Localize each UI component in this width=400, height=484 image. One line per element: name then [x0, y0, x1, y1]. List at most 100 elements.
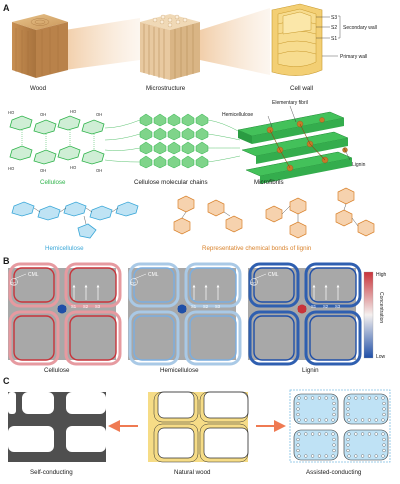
particle-dot — [381, 454, 385, 458]
label-s2: S2 — [331, 25, 337, 31]
layer-label-s2: S2 — [203, 304, 209, 309]
lignin-fibril-label: Lignin — [352, 162, 366, 168]
map-title-lignin: Lignin — [302, 367, 319, 374]
cc-label: CC — [250, 281, 256, 286]
layer-label-s3: S3 — [215, 304, 221, 309]
label-s1: S1 — [331, 36, 337, 42]
particle-dot — [324, 432, 328, 436]
cml-label: CML — [28, 272, 39, 278]
colorbar-high-label: High — [376, 272, 387, 278]
particle-dot — [311, 454, 315, 458]
self-conducting-caption: Self-conducting — [30, 469, 73, 476]
cc-label: CC — [10, 281, 16, 286]
colorbar-title: Concentration — [378, 292, 384, 323]
particle-dot — [317, 418, 321, 422]
concentration-colorbar — [363, 271, 374, 359]
panel-b-label: B — [3, 256, 10, 266]
cc-circle — [250, 278, 258, 286]
particle-dot — [296, 443, 300, 447]
particle-dot — [304, 432, 308, 436]
particle-dot — [381, 396, 385, 400]
microfibrils-illustration — [237, 111, 353, 184]
particle-dot — [382, 437, 386, 442]
layer-label-s1: S1 — [191, 304, 197, 309]
particle-dot — [382, 412, 386, 417]
particle-dot — [367, 454, 371, 458]
svg-text:OH: OH — [96, 168, 102, 173]
particle-dot — [382, 448, 386, 453]
particle-dot — [367, 396, 371, 400]
particle-dot — [381, 432, 385, 436]
particle-dot — [361, 454, 365, 458]
zoom-beam-1 — [65, 18, 140, 70]
cellulose-chains-caption: Cellulose molecular chains — [134, 179, 208, 186]
particle-dot — [296, 448, 300, 453]
particle-dot — [311, 432, 315, 436]
particle-dot — [354, 432, 358, 436]
particle-dot — [381, 418, 385, 422]
particle-dot — [317, 396, 321, 400]
hemicellulose-bonds — [33, 207, 119, 225]
cml-leader — [133, 273, 147, 280]
lignin-bonds-structures — [173, 187, 375, 239]
particle-dot — [304, 418, 308, 422]
particle-dot — [297, 432, 301, 436]
svg-text:HO: HO — [70, 165, 77, 170]
particle-dot — [347, 454, 351, 458]
self-conducting-structure — [8, 392, 106, 464]
particle-dot — [331, 418, 335, 422]
cml-leader — [13, 273, 27, 280]
particle-dot — [382, 401, 386, 406]
lignin-linkages — [181, 203, 359, 227]
particle-dot — [374, 418, 378, 422]
layer-label-s3: S3 — [335, 304, 341, 309]
particle-dot — [354, 418, 358, 422]
wood-caption: Wood — [30, 85, 47, 92]
particle-dot — [354, 396, 358, 400]
particle-dot — [296, 412, 300, 417]
zoom-beam-2 — [200, 8, 270, 75]
particle-dot — [297, 396, 301, 400]
microstructure-caption: Microstructure — [146, 85, 186, 92]
microfibril-leader-lines — [267, 105, 351, 161]
particle-dot — [382, 407, 386, 411]
particle-dot — [347, 396, 351, 400]
particle-dot — [324, 454, 328, 458]
particle-dot — [304, 454, 308, 458]
lignin-bonds-caption: Representative chemical bonds of lignin — [202, 245, 312, 252]
layer-label-s2: S2 — [323, 304, 329, 309]
microfibrils-caption: Microfibrils — [254, 179, 284, 186]
particle-dot — [367, 432, 371, 436]
particle-dot — [297, 418, 301, 422]
particle-dot — [331, 396, 335, 400]
particle-dot — [361, 432, 365, 436]
particle-dot — [332, 437, 336, 442]
elementary-fibril-label: Elementary fibril — [272, 100, 308, 106]
chain-connector-lines — [104, 119, 241, 163]
particle-dot — [374, 396, 378, 400]
svg-text:OH: OH — [40, 168, 46, 173]
particle-dot — [304, 396, 308, 400]
particle-dot — [361, 418, 365, 422]
particle-dot — [382, 443, 386, 447]
cc-label: CC — [130, 281, 136, 286]
cell-wall-illustration — [271, 3, 323, 76]
particle-dot — [296, 437, 300, 442]
cellulose-hbonds — [21, 130, 95, 150]
particle-dot — [346, 412, 350, 417]
particle-dot — [331, 432, 335, 436]
particle-dot — [332, 401, 336, 406]
cc-circle — [10, 278, 18, 286]
natural-wood-caption: Natural wood — [174, 469, 211, 476]
cc-circle — [130, 278, 138, 286]
svg-text:HO: HO — [70, 109, 77, 114]
particle-dot — [347, 432, 351, 436]
map-title-cellulose: Cellulose — [44, 367, 70, 374]
particle-dot — [367, 418, 371, 422]
particle-dot — [324, 418, 328, 422]
cellulose-structure — [9, 115, 105, 165]
